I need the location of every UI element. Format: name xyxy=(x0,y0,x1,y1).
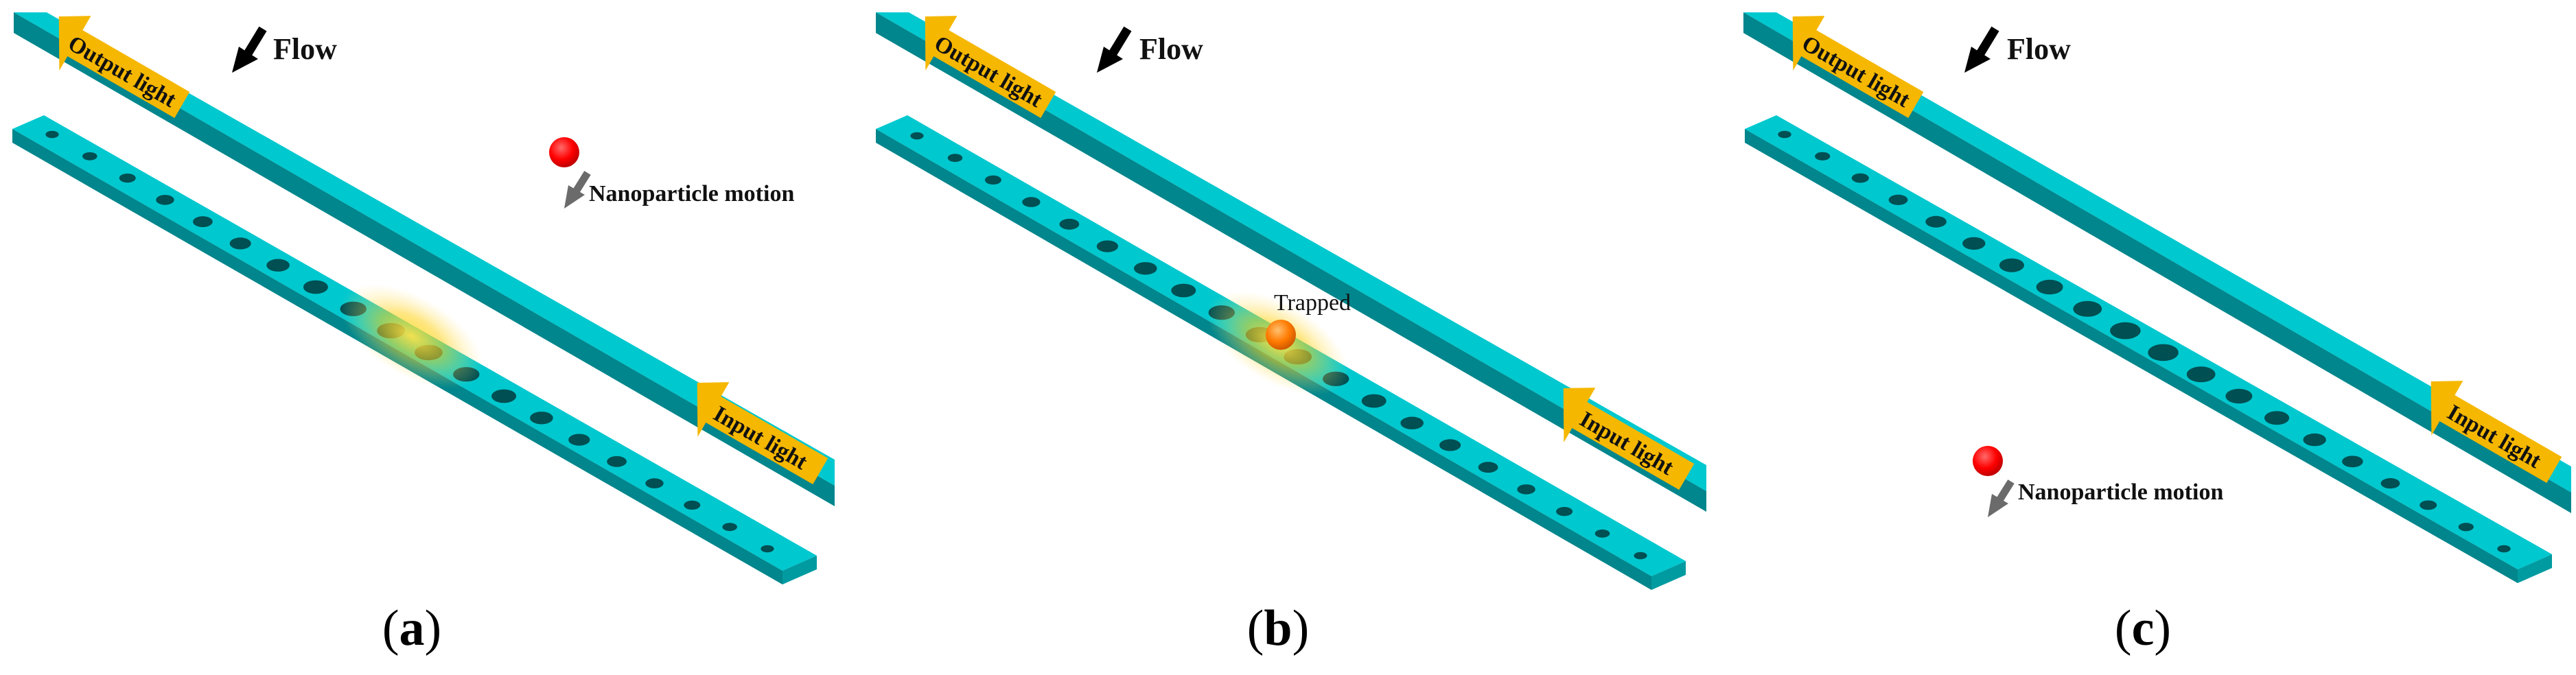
cavity-hole xyxy=(2497,545,2511,553)
cavity-hole xyxy=(2380,478,2400,489)
cavity-waveguide-end xyxy=(1651,561,1686,590)
nanoparticle-motion-label: Nanoparticle motion xyxy=(589,181,794,206)
cavity-hole xyxy=(1134,262,1157,275)
nanoparticle-motion-label: Nanoparticle motion xyxy=(2018,479,2223,505)
panel-caption: (b) xyxy=(1247,600,1309,656)
panel-caption: (a) xyxy=(382,600,441,656)
output-light-arrow-icon xyxy=(58,16,190,119)
flow-arrow-icon xyxy=(1964,26,1999,73)
cavity-hole xyxy=(2036,279,2063,295)
cavity-waveguide-top xyxy=(1745,115,2552,569)
cavity-hole xyxy=(45,130,59,139)
cavity-hole xyxy=(1478,462,1498,473)
bus-waveguide-side xyxy=(14,12,835,506)
cavity-waveguide-end xyxy=(2518,554,2552,583)
flow-label: Flow xyxy=(1139,32,1203,66)
cavity-hole xyxy=(645,478,664,488)
nanoparticle xyxy=(549,137,579,167)
motion-arrow-icon xyxy=(1988,479,2015,517)
cavity-hole xyxy=(2225,388,2253,404)
input-light-arrow-icon xyxy=(1563,388,1695,490)
cavity-hole xyxy=(266,259,290,272)
cavity-hole xyxy=(910,132,924,140)
bus-waveguide-side xyxy=(876,12,1706,512)
cavity-hole xyxy=(2148,344,2179,362)
cavity-waveguide-end xyxy=(782,556,817,584)
flow-arrow-icon xyxy=(232,26,267,73)
cavity-hole xyxy=(491,389,517,403)
cavity-waveguide-side xyxy=(1745,129,2518,583)
cavity-hole xyxy=(1400,416,1424,429)
cavity-hole xyxy=(229,237,251,250)
cavity-hole xyxy=(1815,152,1831,161)
input-light-arrow-icon xyxy=(697,382,828,485)
cavity-hole xyxy=(193,216,213,228)
cavity-hole xyxy=(1851,173,1869,183)
cavity-hole xyxy=(1594,529,1610,538)
motion-arrow-icon xyxy=(564,171,591,209)
field-glow xyxy=(340,283,483,389)
bus-waveguide-side xyxy=(1743,12,2571,513)
cavity-hole xyxy=(1171,283,1196,298)
cavity-hole xyxy=(530,412,553,425)
cavity-hole xyxy=(1999,258,2024,272)
cavity-hole xyxy=(1925,215,1947,228)
cavity-hole xyxy=(2110,322,2141,340)
panel-c: Flow Output light Input light Nanopartic… xyxy=(1743,12,2571,656)
flow-label: Flow xyxy=(2007,32,2071,66)
cavity-hole xyxy=(1634,552,1647,560)
cavity-hole xyxy=(1778,130,1791,139)
cavity-hole xyxy=(684,500,701,510)
flow-arrow-icon xyxy=(1097,26,1132,73)
nanoparticle xyxy=(1973,446,2003,476)
cavity-hole xyxy=(1096,240,1118,252)
cavity-hole xyxy=(984,175,1001,185)
panel-a: Flow Output light Input light Nanopartic… xyxy=(12,12,835,656)
panel-b: Trapped Flow Output light Input light (b… xyxy=(876,12,1706,656)
cavity-hole xyxy=(2073,300,2102,317)
cavity-hole xyxy=(947,154,963,163)
cavity-hole xyxy=(722,523,737,532)
output-light-arrow-icon xyxy=(925,16,1056,119)
cavity-hole xyxy=(2420,500,2437,510)
output-light-label: Output light xyxy=(64,31,181,113)
cavity-hole xyxy=(1059,218,1080,230)
input-light-arrow-icon xyxy=(2430,381,2562,484)
cavity-hole xyxy=(1556,507,1573,517)
trapped-nanoparticle xyxy=(1266,320,1296,350)
cavity-hole xyxy=(82,152,97,161)
cavity-hole xyxy=(1962,237,1986,250)
cavity-hole xyxy=(2186,366,2216,383)
cavity-hole xyxy=(2342,455,2363,468)
panel-caption: (c) xyxy=(2115,600,2171,656)
cavity-hole xyxy=(1361,394,1386,408)
trapped-label: Trapped xyxy=(1274,290,1351,316)
cavity-hole xyxy=(119,174,136,183)
output-light-arrow-icon xyxy=(1792,16,1924,119)
cavity-hole xyxy=(1022,197,1041,207)
cavity-hole xyxy=(568,434,590,446)
flow-label: Flow xyxy=(273,32,337,66)
cavity-hole xyxy=(1439,439,1461,451)
cavity-hole xyxy=(303,280,328,294)
cavity-hole xyxy=(607,455,627,467)
cavity-hole xyxy=(2303,433,2326,447)
hole-array xyxy=(1778,130,2511,553)
cavity-hole xyxy=(156,195,174,205)
cavity-hole xyxy=(1517,484,1535,495)
cavity-hole xyxy=(2264,411,2290,425)
cavity-hole xyxy=(2458,523,2474,532)
cavity-hole xyxy=(761,545,774,553)
cavity-hole xyxy=(1888,194,1908,205)
